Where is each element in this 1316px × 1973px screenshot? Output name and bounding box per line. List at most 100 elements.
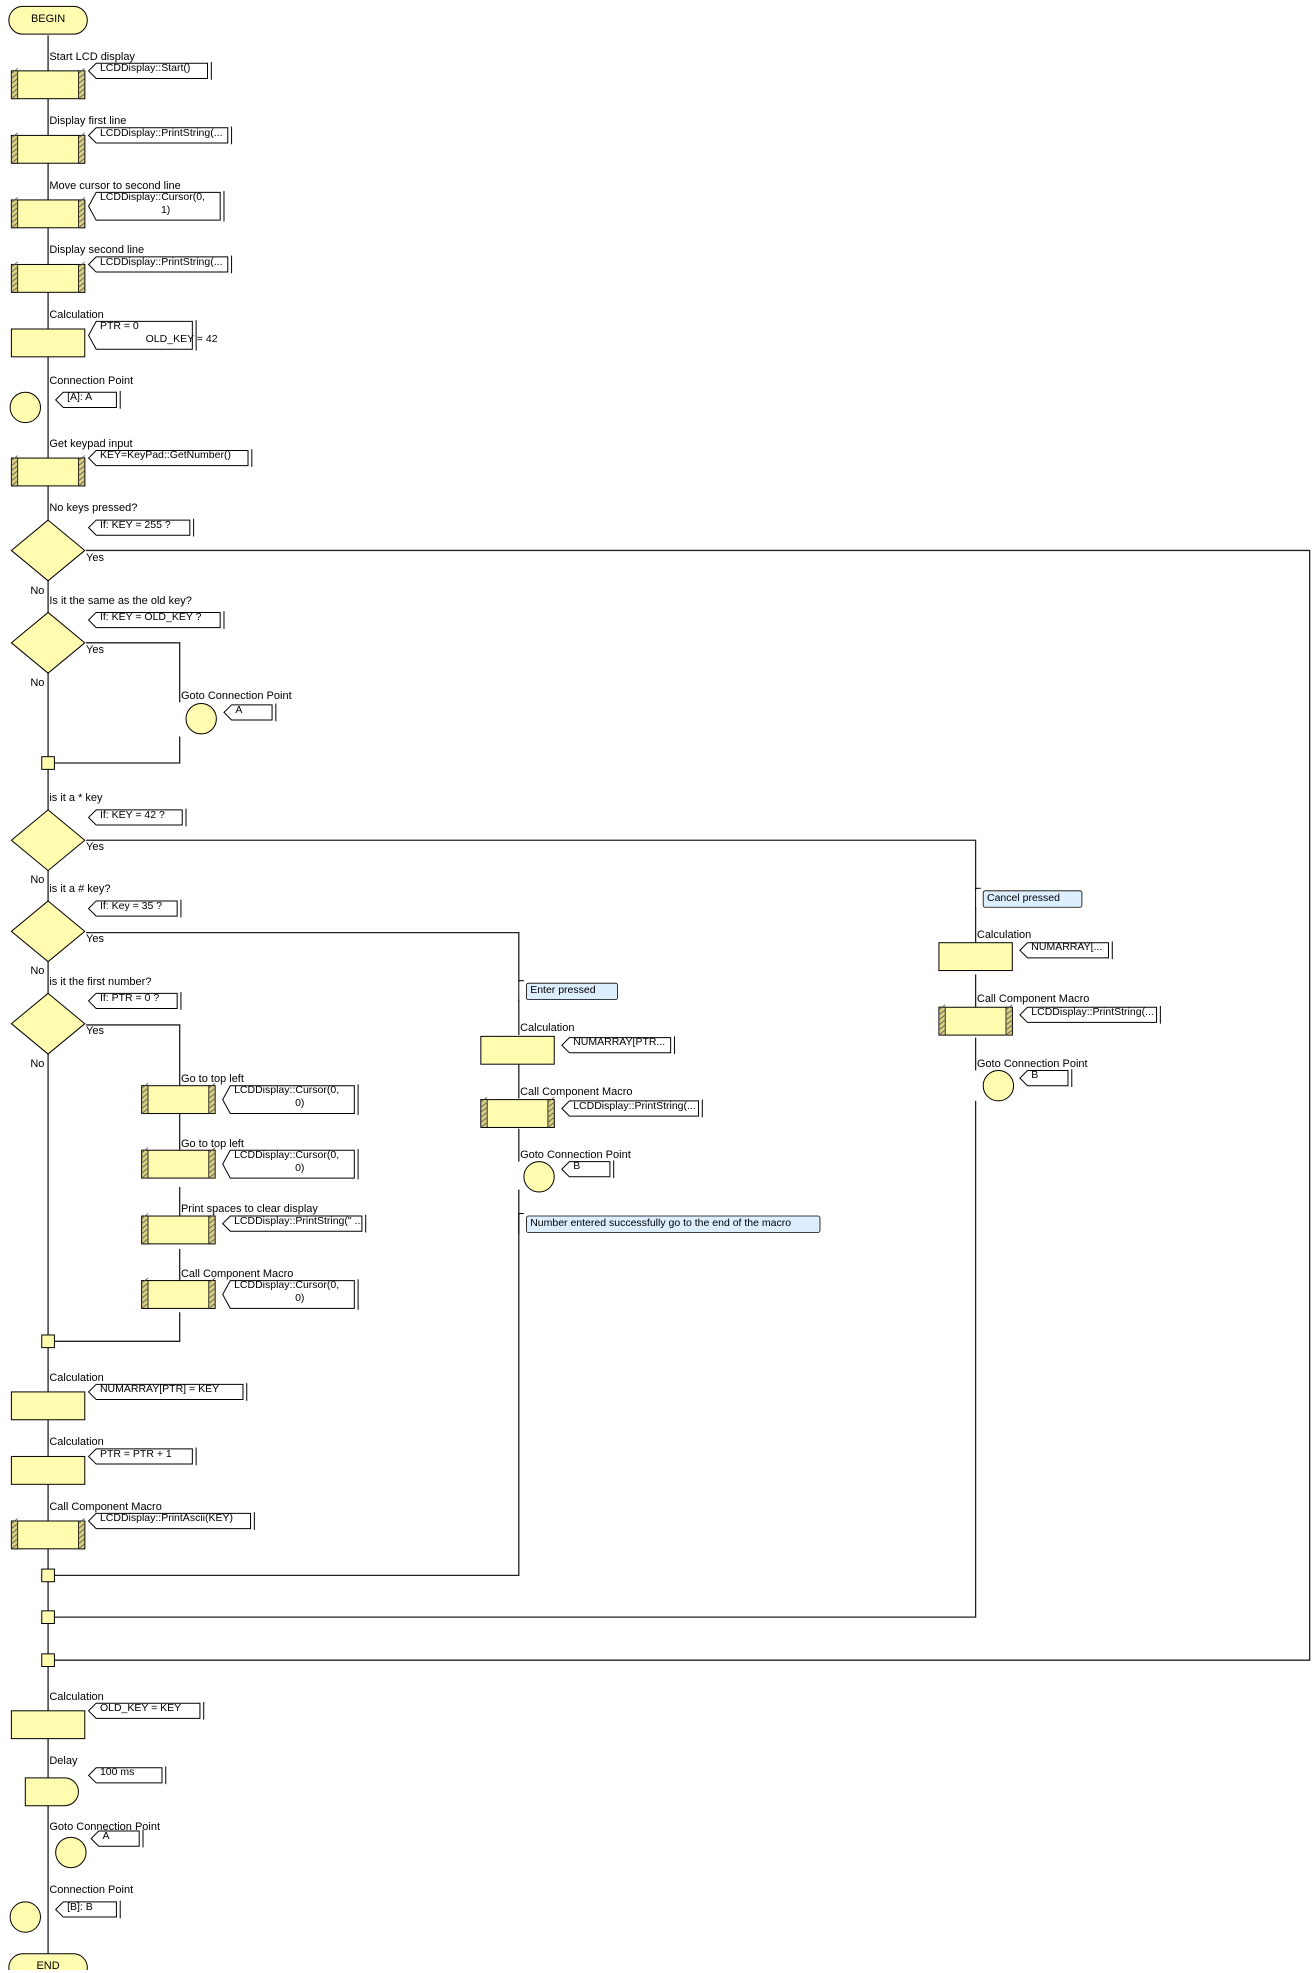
hatch-stroke (141, 1172, 149, 1179)
hatch-stroke (11, 281, 18, 288)
macro-box (938, 1006, 1013, 1036)
no-label-7: No (30, 584, 45, 597)
hatch-stroke (141, 1228, 149, 1235)
hatch-stroke (78, 152, 86, 159)
delay-shape (24, 1777, 79, 1807)
hatch-stroke (208, 1277, 216, 1284)
step-label-10: is it a # key? (49, 883, 111, 896)
step-12-code: NUMARRAY[PTR] = KEY (99, 1383, 220, 1396)
macro-box (10, 263, 86, 293)
step-1-tag (87, 127, 229, 144)
hatch-stroke (208, 1087, 216, 1094)
cancel-step-label-2: Goto Connection Point (976, 1057, 1088, 1070)
hatch-stroke (141, 1108, 149, 1114)
hatch-stroke (78, 68, 86, 74)
hatch-stroke (11, 132, 18, 139)
hatch-stroke (11, 460, 18, 466)
enter-comment-box (526, 982, 618, 1001)
first-number-0-tag (222, 1085, 355, 1115)
hatch-stroke (11, 217, 18, 224)
step-11-code: If: PTR = 0 ? (99, 992, 160, 1005)
calculation-box (10, 1391, 86, 1421)
hatch-stroke (78, 276, 86, 283)
hatch-stroke (78, 1523, 86, 1529)
step-8-code: If: KEY = OLD_KEY ? (99, 611, 202, 624)
macro-box (141, 1085, 216, 1115)
decision-diamond (10, 519, 86, 582)
flow-line (54, 1189, 520, 1577)
hatch-stroke (141, 1087, 149, 1094)
connection-point-circle (9, 1901, 41, 1933)
yes-label-10: Yes (86, 932, 104, 945)
calculation-box (10, 328, 86, 358)
cancel-step-2-tag (1019, 1070, 1069, 1087)
hatch-stroke (78, 470, 86, 477)
hatch-stroke (11, 271, 18, 278)
step-8-tag (87, 611, 221, 629)
enter-step-label-0: Calculation (520, 1022, 575, 1035)
hatch-stroke (11, 266, 18, 273)
flow-line (86, 642, 181, 703)
calculation-box (10, 1710, 86, 1740)
hatch-stroke (11, 142, 18, 149)
hatch-stroke (1005, 1019, 1013, 1026)
hatch-stroke (11, 212, 18, 218)
hatch-stroke (141, 1152, 149, 1159)
hatch-stroke (141, 1092, 149, 1099)
hatch-stroke (78, 197, 86, 203)
cancel-step-1-tag (1019, 1006, 1158, 1023)
first-number-3-code-2: 0) (295, 1291, 305, 1304)
hatch-stroke (78, 212, 86, 218)
hatch-stroke (11, 1538, 18, 1545)
step-4-tag (88, 320, 193, 350)
hatch-stroke (78, 1518, 86, 1524)
decision-diamond (10, 611, 86, 674)
step-label-7: No keys pressed? (49, 502, 138, 515)
enter-comment-text: Enter pressed (530, 984, 596, 997)
enter-step-0-tag (561, 1037, 672, 1054)
hatch-stroke (78, 73, 86, 79)
hatch-stroke (141, 1167, 149, 1174)
first-number-label-2: Print spaces to clear display (180, 1203, 318, 1216)
junction (41, 1568, 55, 1583)
step-1-code: LCDDisplay::PrintString(... (99, 126, 223, 139)
hatch-stroke (208, 1292, 216, 1299)
hatch-stroke (208, 1098, 216, 1104)
hatch-stroke (78, 83, 86, 89)
step-label-15: Calculation (49, 1690, 104, 1703)
no-label-8: No (30, 676, 45, 689)
hatch-stroke (938, 1009, 946, 1016)
hatch-stroke (78, 480, 86, 487)
hatch-stroke (78, 465, 86, 472)
hatch-stroke (208, 1223, 216, 1230)
hatch-stroke (78, 132, 86, 139)
step-0-tag (87, 62, 209, 79)
hatch-stroke (11, 202, 18, 208)
step-label-14: Call Component Macro (49, 1500, 162, 1513)
hatch-stroke (11, 1543, 18, 1550)
cancel-step-0-code: NUMARRAY[... (1031, 941, 1103, 954)
hatch-stroke (78, 142, 86, 149)
cancel-step-label-0: Calculation (976, 928, 1032, 941)
step-16-tag (87, 1767, 163, 1784)
step-5-tag (54, 391, 117, 408)
hatch-stroke (78, 202, 86, 208)
hatch-stroke (480, 1117, 488, 1123)
hatch-stroke (11, 470, 18, 477)
step-2-code-1: LCDDisplay::Cursor(0, (99, 191, 205, 204)
step-label-0: Start LCD display (49, 50, 135, 63)
hatch-stroke (78, 1538, 86, 1545)
hatch-stroke (141, 1303, 149, 1309)
first-number-label-0: Go to top left (180, 1073, 244, 1086)
hatch-stroke (208, 1172, 216, 1179)
step-label-11: is it the first number? (49, 975, 152, 988)
hatch-stroke (11, 222, 18, 229)
hatch-stroke (141, 1277, 149, 1284)
hatch-stroke (208, 1092, 216, 1099)
hatch-stroke (141, 1162, 149, 1169)
hatch-stroke (547, 1122, 555, 1128)
hatch-stroke (938, 1019, 946, 1026)
hatch-stroke (78, 78, 86, 84)
first-number-1-tag (222, 1149, 355, 1179)
